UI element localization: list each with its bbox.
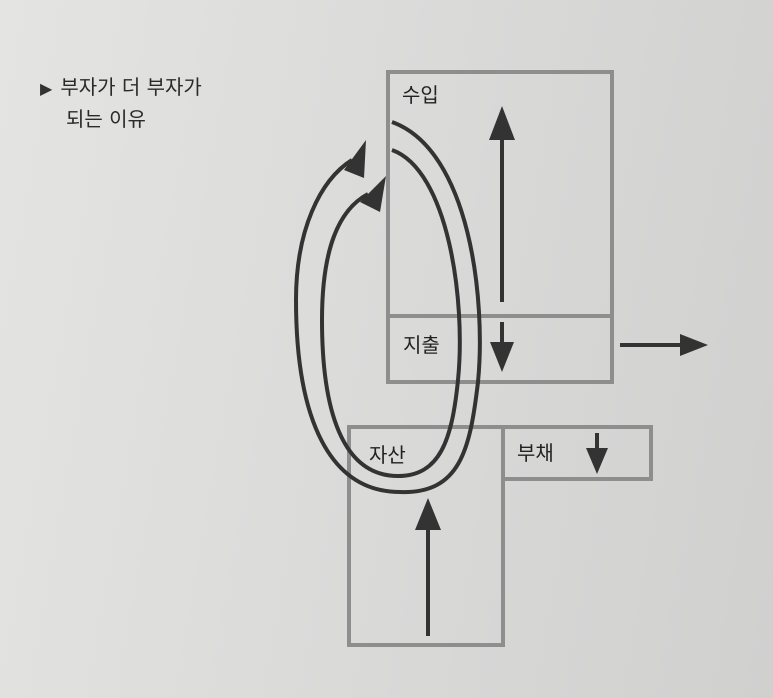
income-label: 수입 — [402, 83, 439, 107]
figure-caption: ▶ 부자가 더 부자가 되는 이유 — [40, 72, 202, 134]
liabilities-arrow-head-icon — [586, 448, 608, 474]
assets-label: 자산 — [369, 443, 406, 467]
inner-cycle-arrow-head-icon — [360, 176, 386, 212]
liabilities-label: 부채 — [517, 441, 554, 465]
expense-label: 지출 — [403, 333, 440, 357]
liabilities-box — [501, 425, 653, 481]
assets-box — [347, 425, 505, 647]
caption-line-1: 부자가 더 부자가 — [60, 75, 202, 99]
inner-cycle-loop — [319, 148, 462, 479]
caption-line-2: 되는 이유 — [66, 107, 146, 131]
expense-down-arrow-head-icon — [490, 342, 514, 372]
outflow-arrow-head-icon — [680, 334, 708, 356]
income-up-arrow-head-icon — [489, 106, 515, 140]
assets-up-arrow-head-icon — [415, 498, 441, 530]
income-statement-box — [386, 70, 614, 384]
triangle-bullet-icon: ▶ — [40, 79, 53, 98]
outer-cycle-arrow-head-icon — [344, 140, 366, 178]
outer-cycle-loop — [293, 120, 482, 495]
